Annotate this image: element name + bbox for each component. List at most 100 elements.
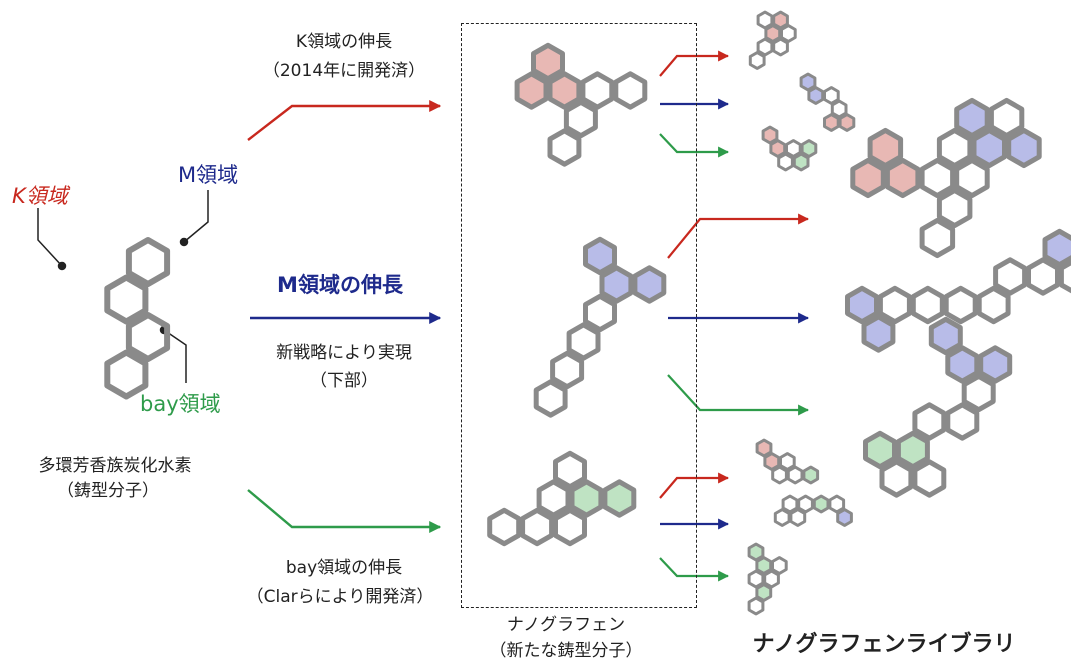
mid-green-branch (667, 374, 810, 416)
hexagon-ring (823, 86, 840, 105)
hexagon-ring (553, 507, 587, 547)
bay-route-title: bay領域の伸長 (285, 558, 403, 578)
k-route-arrow (247, 100, 442, 141)
nanographene-dashed-box (461, 23, 697, 608)
hexagon-ring (910, 285, 945, 325)
small-product-molecule-6 (747, 542, 788, 616)
nanographene-caption-line2: （新たな鋳型分子） (489, 641, 643, 661)
k-route-note: （2014年に開発済） (262, 61, 426, 81)
hexagon-ring (756, 37, 774, 57)
top-red-branch (659, 50, 730, 77)
hexagon-ring (988, 97, 1025, 139)
hexagon-ring (583, 236, 617, 276)
hexagon-ring (861, 314, 896, 353)
hexagon-ring (877, 285, 912, 325)
hexagon-ring (599, 265, 634, 304)
m-region-label: M領域 (178, 165, 238, 186)
bay-route-note: （Clarらにより開発済） (246, 587, 434, 607)
hexagon-ring (928, 316, 963, 356)
hexagon-ring (104, 349, 149, 400)
hexagon-ring (755, 583, 773, 602)
bay-route-arrow (247, 489, 442, 533)
hexagon-ring (799, 72, 817, 92)
bay-region-label: bay領域 (140, 394, 221, 415)
k-pointer-dot (57, 261, 67, 271)
library-molecule-1 (850, 97, 1042, 259)
k-pointer-line (37, 208, 63, 267)
branch-arrows (659, 50, 810, 582)
top-green-branch (659, 133, 730, 158)
hexagon-ring (945, 402, 980, 441)
hexagon-ring (580, 71, 615, 110)
hexagon-ring (755, 438, 773, 458)
hexagon-ring (936, 127, 973, 169)
m-region-label-text: M領域 (178, 163, 239, 187)
hexagon-ring (867, 127, 904, 169)
k-region-label: K領域 (12, 186, 68, 207)
hexagon-ring (830, 99, 848, 119)
k-route-title: K領域の伸長 (295, 32, 393, 52)
hexagon-ring (792, 152, 810, 172)
hexagon-ring (945, 345, 980, 384)
hexagon-ring (771, 465, 788, 485)
hexagon-ring (838, 113, 856, 132)
hexagon-ring (547, 128, 582, 167)
hexagon-ring (566, 322, 601, 361)
m-route-note-line1: 新戦略により実現 (276, 343, 412, 363)
hexagon-ring (747, 569, 765, 589)
hexagon-ring (748, 51, 766, 70)
hexagon-ring (785, 139, 802, 158)
template-molecule-chrysene (104, 237, 171, 400)
hexagon-ring (583, 293, 617, 333)
hexagon-ring (895, 430, 930, 470)
hexagon-ring (536, 479, 571, 518)
hexagon-ring (993, 257, 1028, 296)
hexagon-ring (971, 127, 1007, 169)
hexagon-ring (978, 345, 1013, 384)
hexagon-ring (863, 430, 897, 470)
hexagon-ring (1042, 228, 1071, 268)
hexagon-ring (812, 494, 830, 514)
hexagon-ring (602, 479, 637, 518)
hexagon-ring (763, 452, 781, 471)
hexagon-ring (772, 10, 789, 30)
hexagon-ring (1026, 257, 1060, 296)
hexagon-ring (912, 402, 947, 441)
m-route-title: M領域の伸長 (277, 273, 403, 297)
hexagon-ring (769, 139, 787, 158)
hexagon-ring (104, 274, 149, 325)
hexagon-ring (828, 494, 846, 514)
hexagon-ring (773, 508, 791, 527)
hexagon-ring (531, 42, 565, 82)
hexagon-ring (125, 237, 171, 287)
hexagon-ring (1006, 127, 1042, 169)
hexagon-ring (943, 285, 978, 325)
hexagon-ring (547, 71, 582, 110)
hexagon-ring (569, 479, 604, 518)
hexagon-ring (533, 379, 568, 418)
small-product-molecule-5 (773, 494, 853, 527)
hexagon-ring (613, 71, 648, 110)
hexagon-ring (763, 569, 780, 589)
hexagon-ring (789, 508, 807, 527)
hexagon-ring (850, 157, 886, 199)
small-product-molecule-3 (761, 125, 818, 172)
hexagon-ring (797, 494, 814, 514)
hexagon-ring (632, 265, 667, 304)
hexagon-ring (125, 312, 171, 362)
hexagon-ring (514, 71, 549, 110)
nanographene-molecule-bay (487, 450, 637, 547)
hexagon-ring (879, 459, 914, 498)
m-pointer-dot (179, 237, 189, 247)
hexagon-ring (800, 139, 818, 158)
hexagon-ring (807, 86, 825, 105)
hexagon-ring (772, 37, 789, 57)
hexagon-ring (781, 494, 799, 514)
hexagon-ring (756, 10, 774, 30)
hexagon-ring (780, 24, 797, 43)
k-region-label-text: K領域 (12, 184, 68, 208)
hexagon-ring (845, 285, 879, 325)
hexagon-ring (520, 507, 555, 547)
nanographene-molecule-k (514, 42, 648, 167)
